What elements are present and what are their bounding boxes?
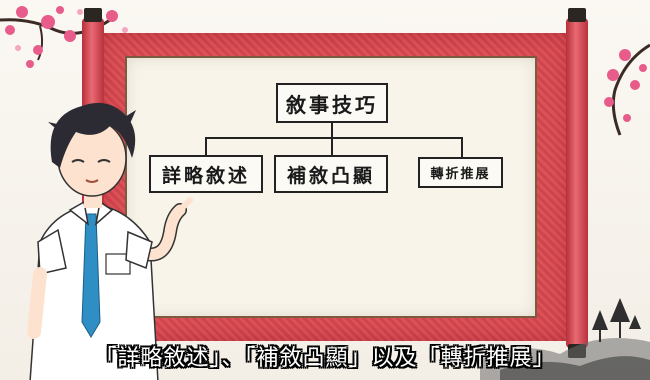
plum-blossom-branch-right (604, 43, 650, 136)
student-character (27, 102, 193, 380)
ink-landscape (480, 298, 650, 380)
mindmap-node-1: 詳略敘述 (149, 155, 263, 193)
subtitle-caption: 「詳略敘述」、「補敘凸顯」以及「轉折推展」 (94, 346, 556, 371)
mindmap-connector-bar (205, 137, 463, 139)
mindmap-connector-right (461, 137, 463, 158)
mindmap-connector-stem (331, 123, 333, 138)
mindmap-node-3: 轉折推展 (418, 157, 503, 188)
mindmap-node-2: 補敘凸顯 (274, 155, 388, 193)
mindmap-connector-mid (331, 137, 333, 156)
scroll-rod-left-cap-top (84, 8, 102, 22)
mindmap-root: 敘事技巧 (276, 83, 388, 123)
mindmap-connector-left (205, 137, 207, 156)
scroll-rod-right-cap-top (568, 8, 586, 22)
scroll-rod-right (566, 18, 588, 348)
